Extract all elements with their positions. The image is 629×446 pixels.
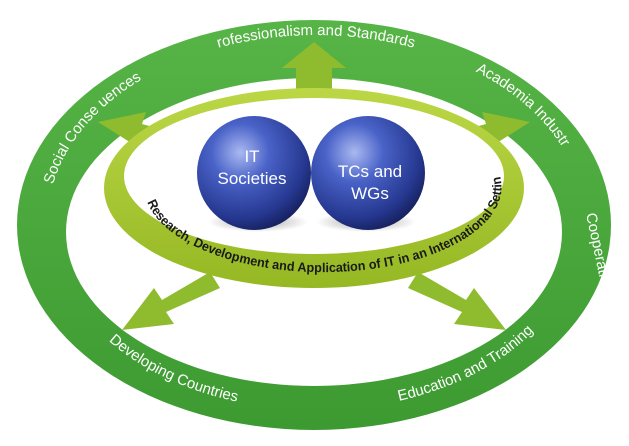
sphere-it-societies (197, 116, 311, 230)
arrow-lower-left (122, 272, 220, 330)
sphere-1-line1: IT (244, 147, 259, 166)
sphere-1-line2: Societies (218, 169, 287, 188)
arrow-top (282, 42, 346, 100)
sphere-tcs-wgs (311, 116, 425, 230)
arrow-lower-right (408, 272, 506, 330)
sphere-2-line1: TCs and (338, 162, 402, 181)
sphere-2-line2: WGs (351, 184, 389, 203)
